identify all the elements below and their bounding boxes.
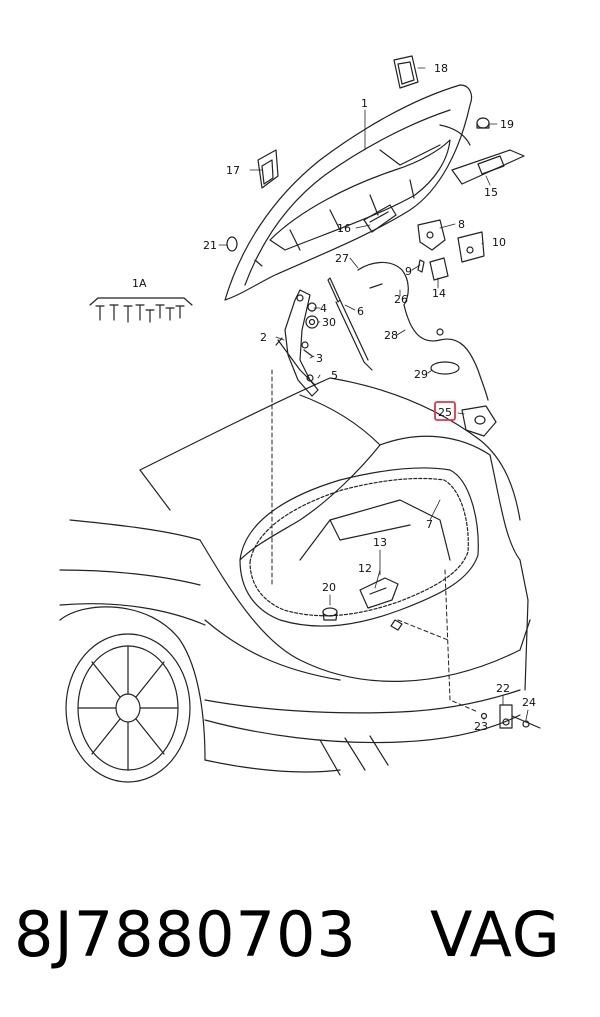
callout-20: 20: [322, 581, 336, 594]
callout-4: 4: [320, 302, 327, 315]
callout-3: 3: [316, 352, 323, 365]
callout-23: 23: [474, 720, 488, 733]
callout-18: 18: [434, 62, 448, 75]
callout-13: 13: [373, 536, 387, 549]
callout-21: 21: [203, 239, 217, 252]
callout-5: 5: [331, 369, 338, 382]
hardware-set-1a: [89, 297, 193, 323]
callout-29: 29: [414, 368, 428, 381]
callout-28: 28: [384, 329, 398, 342]
highlight-box-25: [434, 401, 456, 421]
callout-7: 7: [426, 518, 433, 531]
callout-27: 27: [335, 252, 349, 265]
hinge-assembly: [275, 277, 373, 397]
trunk-seal: [239, 467, 479, 631]
car-body: [59, 377, 531, 783]
part-number: 8J7880703: [14, 898, 357, 971]
callout-30: 30: [322, 316, 336, 329]
callout-15: 15: [484, 186, 498, 199]
small-parts: [226, 55, 541, 729]
callout-26: 26: [394, 293, 408, 306]
callout-10: 10: [492, 236, 506, 249]
callout-1a: 1A: [132, 277, 147, 290]
callout-19: 19: [500, 118, 514, 131]
callout-22: 22: [496, 682, 510, 695]
locator-lines: [271, 369, 479, 713]
callout-1: 1: [361, 97, 368, 110]
callout-9: 9: [405, 265, 412, 278]
callout-2: 2: [260, 331, 267, 344]
callout-12: 12: [358, 562, 372, 575]
trunk-lid: [224, 84, 473, 301]
callout-8: 8: [458, 218, 465, 231]
callout-14: 14: [432, 287, 446, 300]
callout-16: 16: [337, 222, 351, 235]
leader-lines: [218, 67, 529, 721]
parts-diagram: 1 1A 2 3 4 5 6 7 8 9 10 12 13 14 15 16 1…: [59, 55, 541, 783]
callout-24: 24: [522, 696, 536, 709]
brand-label: VAG: [430, 898, 561, 971]
callout-25: 25: [438, 406, 452, 419]
callout-6: 6: [357, 305, 364, 318]
callout-17: 17: [226, 164, 240, 177]
callout-labels: 1 1A 2 3 4 5 6 7 8 9 10 12 13 14 15 16 1…: [132, 62, 536, 733]
